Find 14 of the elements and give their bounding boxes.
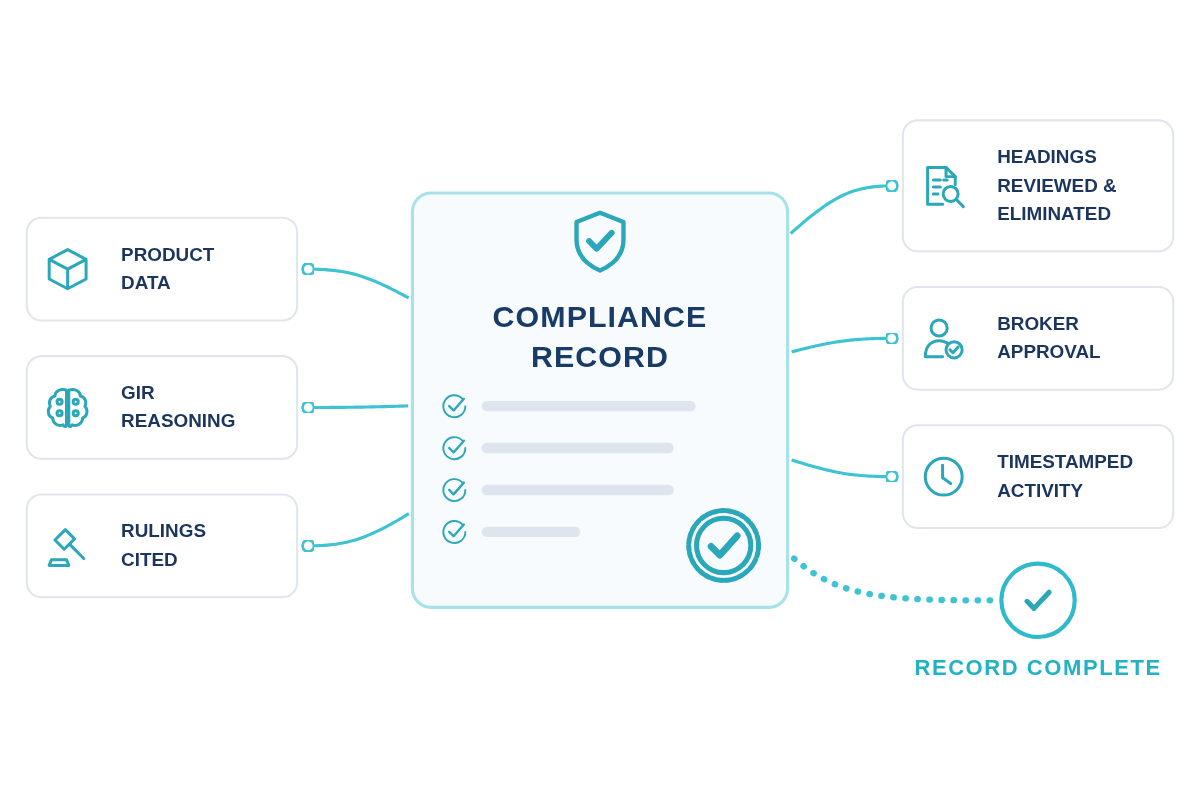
connector-line xyxy=(791,458,899,484)
connector-line xyxy=(789,178,899,235)
node-caption: RECORD COMPLETE xyxy=(914,654,1162,680)
connector-line xyxy=(791,331,899,354)
connector-line xyxy=(301,400,409,415)
card-title: COMPLIANCE RECORD xyxy=(491,298,709,375)
connector-line xyxy=(301,512,410,554)
connector-line xyxy=(301,261,410,300)
card-label: BROKER APPROVAL xyxy=(997,312,1102,365)
card-label: GIR REASONING xyxy=(121,381,237,434)
card-label: RULINGS CITED xyxy=(121,519,207,572)
card-label: PRODUCT DATA xyxy=(121,243,216,296)
card-label: HEADINGS REVIEWED & ELIMINATED xyxy=(997,145,1118,227)
card-label: TIMESTAMPED ACTIVITY xyxy=(997,450,1135,503)
